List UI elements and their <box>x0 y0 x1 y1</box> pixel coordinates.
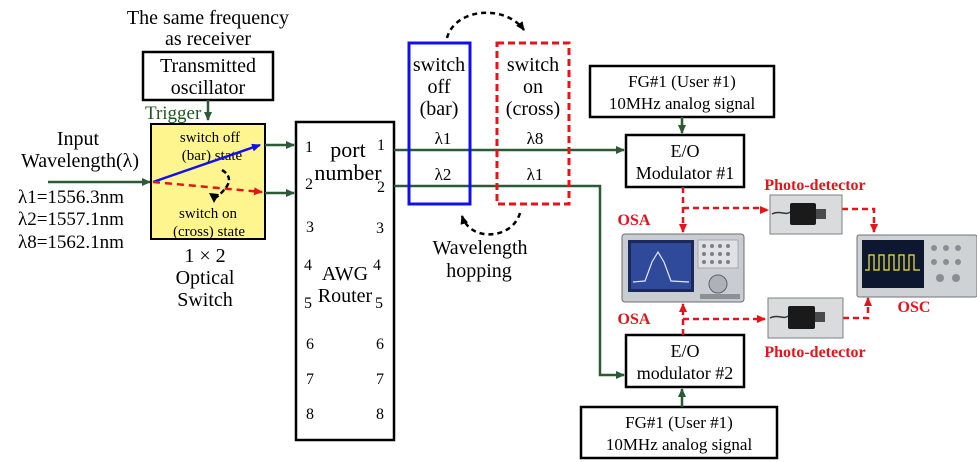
detector2-to-osc-path <box>843 297 872 320</box>
oscillator-box <box>141 50 275 102</box>
top-note-line-2: as receiver <box>165 28 251 50</box>
fg-top-box <box>588 64 776 119</box>
oscillator-label-2: oscillator <box>171 77 246 99</box>
awg-left-port: 6 <box>306 336 314 353</box>
input-title-2: Wavelength(λ) <box>21 150 139 172</box>
input-title-1: Input <box>57 128 100 150</box>
port-number-1: port <box>330 137 365 162</box>
top-note-line-1: The same frequency <box>127 7 289 29</box>
switch-off-box <box>407 41 472 206</box>
awg-right-port: 8 <box>376 406 384 423</box>
awg-right-port: 3 <box>376 220 384 237</box>
osa-top-label: OSA <box>618 212 651 229</box>
photo-detector-photo <box>769 194 843 235</box>
awg-right-port: 5 <box>375 295 383 312</box>
modulator-2-label-2: modulator #2 <box>637 363 734 383</box>
oscilloscope-photo <box>856 234 977 298</box>
awg-left-port: 4 <box>304 257 312 274</box>
bar-state-arrow <box>152 143 261 184</box>
switch-off-label-3: (bar) <box>420 98 459 120</box>
wavelength-2: λ2=1557.1nm <box>18 209 124 230</box>
hopping-arrow-top <box>445 11 526 39</box>
switch-caption-3: Switch <box>177 289 233 311</box>
trigger-label: Trigger <box>145 103 202 124</box>
awg-right-port: 2 <box>377 179 385 196</box>
hopping-label-1: Wavelength <box>432 237 527 259</box>
mod1-to-detector-path <box>683 206 769 214</box>
awg-label-1: AWG <box>322 263 368 285</box>
awg-left-port: 5 <box>304 295 312 312</box>
photo-detector-photo <box>767 297 844 339</box>
awg-left-port: 1 <box>305 139 313 156</box>
awg-right-ports: 1 2 3 4 5 6 7 8 <box>373 137 385 423</box>
modulator-1-label-1: E/O <box>671 141 700 161</box>
modulator-2-label-1: E/O <box>671 341 700 361</box>
switch-on-label-1: switch <box>507 54 559 76</box>
switch-cross-state-1: switch on <box>179 206 237 222</box>
fg-bottom-box <box>579 405 779 460</box>
fg-bottom-line-1: FG#1 (User #1) <box>625 413 733 432</box>
awg-left-port: 3 <box>306 219 314 236</box>
osa-bottom-label: OSA <box>618 311 651 328</box>
detector1-to-osc-path <box>842 207 878 233</box>
modulator-2-box <box>624 333 746 389</box>
switch-cross-state-2: (cross) state <box>173 224 245 240</box>
osa-instrument-photo <box>621 233 745 303</box>
awg-left-ports: 1 2 3 4 5 6 7 8 <box>304 139 314 423</box>
awg-left-port: 8 <box>306 406 314 423</box>
switch-on-label-3: (cross) <box>506 98 560 120</box>
oscillator-label-1: Transmitted <box>160 55 256 77</box>
switch-caption-1: 1 × 2 <box>184 245 225 267</box>
switch-off-lambda-b: λ2 <box>435 165 452 184</box>
fg-bottom-line-2: 10MHz analog signal <box>606 435 753 454</box>
switch-on-box <box>495 41 571 206</box>
awg-right-port: 4 <box>373 257 381 274</box>
wavelength-3: λ8=1562.1nm <box>18 232 124 253</box>
switch-on-lambda-b: λ1 <box>527 165 544 184</box>
switch-bar-state-1: switch off <box>180 130 240 146</box>
awg-label-2: Router <box>318 285 373 307</box>
switch-on-label-2: on <box>523 76 543 98</box>
hopping-label-2: hopping <box>446 260 512 282</box>
photo-detector-top-label: Photo-detector <box>764 177 865 194</box>
fg-top-line-1: FG#1 (User #1) <box>628 72 736 91</box>
photo-detector-bottom-label: Photo-detector <box>764 344 865 361</box>
fg-top-line-2: 10MHz analog signal <box>609 94 756 113</box>
modulator-1-label-2: Modulator #1 <box>636 163 735 183</box>
hopping-arrow-bottom <box>460 212 522 236</box>
switch-caption-2: Optical <box>176 267 235 289</box>
port-number-2: number <box>314 160 382 185</box>
switch-off-lambda-a: λ1 <box>435 129 452 148</box>
awg-right-port: 7 <box>376 371 384 388</box>
switch-off-label-1: switch <box>413 54 465 76</box>
rotation-arrow-icon <box>209 168 231 203</box>
switch-off-label-2: off <box>428 76 451 98</box>
awg-router-box <box>294 120 396 442</box>
switch-on-lambda-a: λ8 <box>527 129 544 148</box>
osc-label: OSC <box>898 299 931 316</box>
wavelength-1: λ1=1556.3nm <box>18 187 124 208</box>
awg-left-port: 2 <box>305 176 313 193</box>
switch-bar-state-2: (bar) state <box>182 148 243 164</box>
awg-right-port: 1 <box>377 137 385 154</box>
awg-right-port: 6 <box>376 336 384 353</box>
optical-switch-box <box>150 123 266 240</box>
awg-left-port: 7 <box>306 371 314 388</box>
cross-state-arrow <box>152 180 263 196</box>
modulator-1-box <box>624 133 746 189</box>
